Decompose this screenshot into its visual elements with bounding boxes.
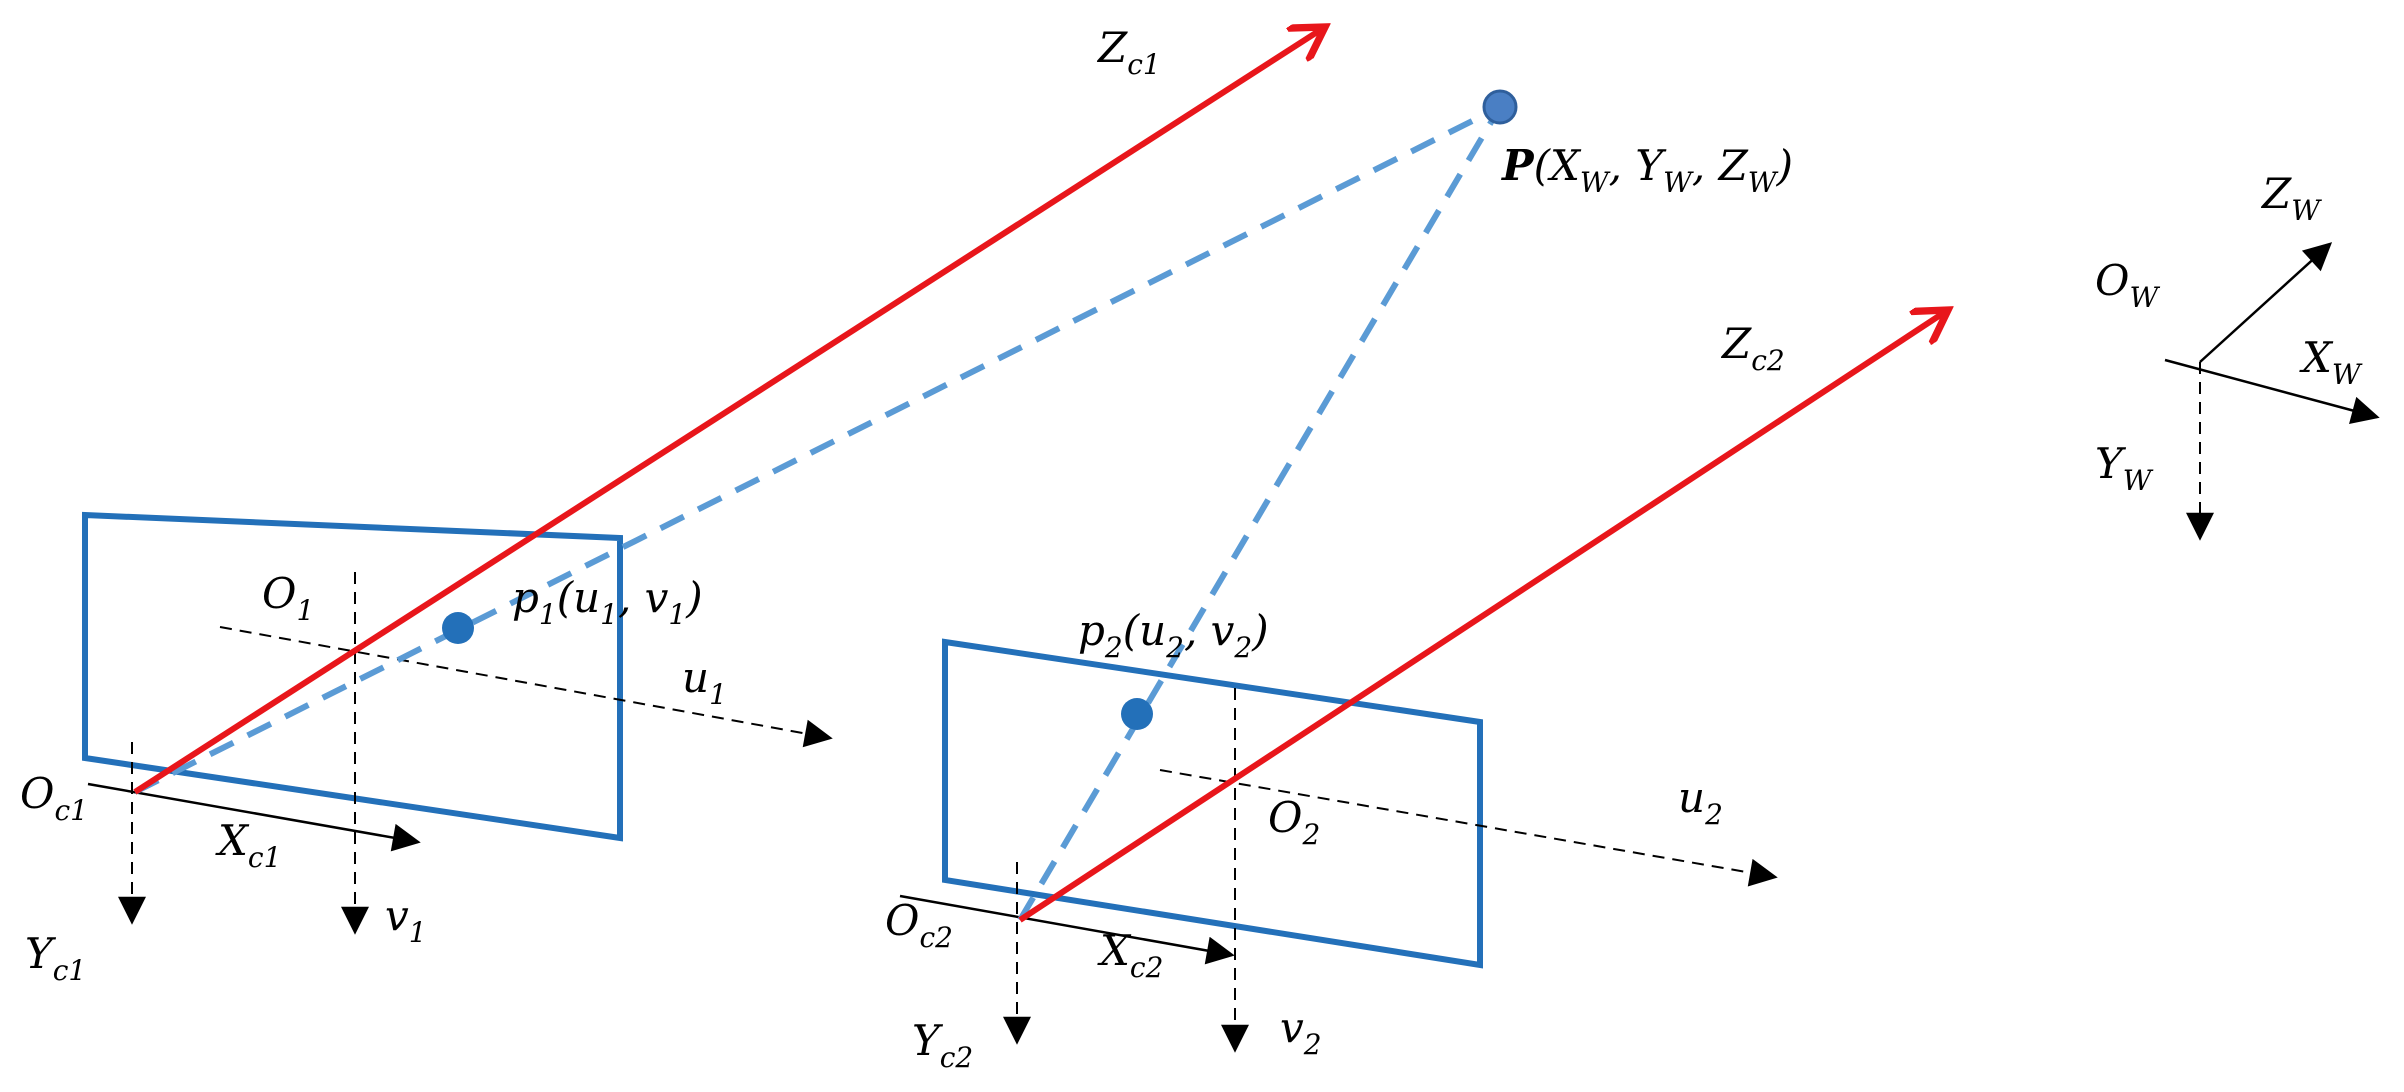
label-p2: p2(u2, v2) [1078, 606, 1269, 664]
image-point-p2 [1121, 698, 1153, 730]
label-u1: u1 [682, 653, 727, 711]
image-point-p1 [442, 612, 474, 644]
label-xw: XW [2299, 333, 2363, 391]
label-yw: YW [2095, 439, 2154, 497]
label-zc1: Zc1 [1096, 23, 1161, 81]
xc2-axis [899, 894, 1235, 965]
label-ow: OW [2095, 256, 2160, 314]
u1-axis [219, 626, 833, 748]
u2-axis [1159, 769, 1778, 887]
ray-left [133, 104, 1502, 795]
label-u2: u2 [1678, 773, 1723, 831]
image-plane-left [82, 511, 623, 842]
ray-right [1017, 105, 1503, 922]
label-v2: v2 [1280, 1003, 1322, 1061]
label-yc2: Yc2 [912, 1016, 973, 1074]
label-p1: p1(u1, v1) [512, 573, 703, 631]
label-o2: O2 [1268, 793, 1320, 851]
label-yc1: Yc1 [25, 929, 86, 987]
zc2-axis [1018, 310, 1948, 923]
world-point-P [1482, 89, 1518, 125]
xc1-axis [87, 782, 421, 852]
label-zc2: Zc2 [1720, 319, 1785, 377]
label-o1: O1 [262, 569, 314, 627]
label-oc1: Oc1 [20, 769, 88, 827]
zc1-axis [133, 27, 1325, 795]
label-P: P(XW, YW, ZW) [1501, 141, 1793, 199]
label-xc2: Xc2 [1097, 926, 1163, 984]
label-v1: v1 [385, 891, 427, 949]
label-oc2: Oc2 [885, 896, 953, 954]
label-xc1: Xc1 [215, 816, 281, 874]
image-plane-right [942, 638, 1483, 969]
zw-axis [2199, 242, 2333, 363]
label-zw: ZW [2260, 169, 2322, 227]
